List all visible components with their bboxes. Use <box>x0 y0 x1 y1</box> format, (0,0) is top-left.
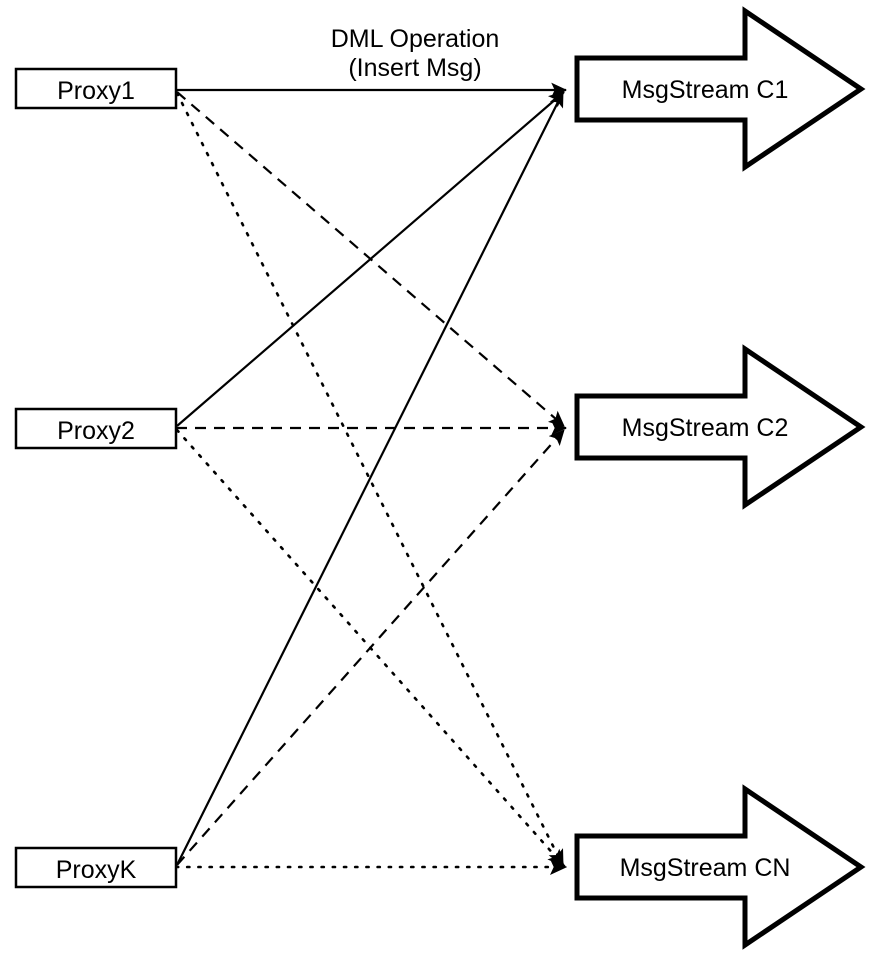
msgstream-node-c1[interactable]: MsgStream C1 <box>574 6 866 172</box>
edge-label-line-2: (Insert Msg) <box>348 54 481 82</box>
proxyk-box[interactable] <box>14 846 178 889</box>
msgstream-c1-arrow-shape[interactable] <box>574 6 866 172</box>
edge-label-dml-operation: DML Operation (Insert Msg) <box>331 25 500 82</box>
proxy-node-proxyk[interactable]: ProxyK <box>14 846 178 889</box>
proxyk-label: ProxyK <box>56 856 137 884</box>
proxy2-label: Proxy2 <box>57 417 135 445</box>
proxy2-box[interactable] <box>14 407 178 450</box>
msgstream-cn-label: MsgStream CN <box>620 854 791 882</box>
proxy-node-proxy2[interactable]: Proxy2 <box>14 407 178 450</box>
msgstream-cn-arrow-shape[interactable] <box>574 784 866 950</box>
edge-label-line-1: DML Operation <box>331 25 500 53</box>
msgstream-node-cn[interactable]: MsgStream CN <box>574 784 866 950</box>
msgstream-c2-arrow-shape[interactable] <box>574 344 866 510</box>
proxy1-label: Proxy1 <box>57 77 135 105</box>
connector-proxy2-to-msgstream-c1 <box>176 91 565 427</box>
proxy1-box[interactable] <box>14 67 178 110</box>
connector-proxy1-to-msgstream-cn <box>175 91 565 868</box>
connector-group <box>174 82 568 876</box>
connector-proxyk-to-msgstream-c1 <box>176 91 564 866</box>
msgstream-node-c2[interactable]: MsgStream C2 <box>574 344 866 510</box>
proxy-node-proxy1[interactable]: Proxy1 <box>14 67 178 110</box>
msgstream-c2-label: MsgStream C2 <box>622 414 789 442</box>
msgstream-c1-label: MsgStream C1 <box>622 76 789 104</box>
connector-proxyk-to-msgstream-c2 <box>176 429 565 866</box>
